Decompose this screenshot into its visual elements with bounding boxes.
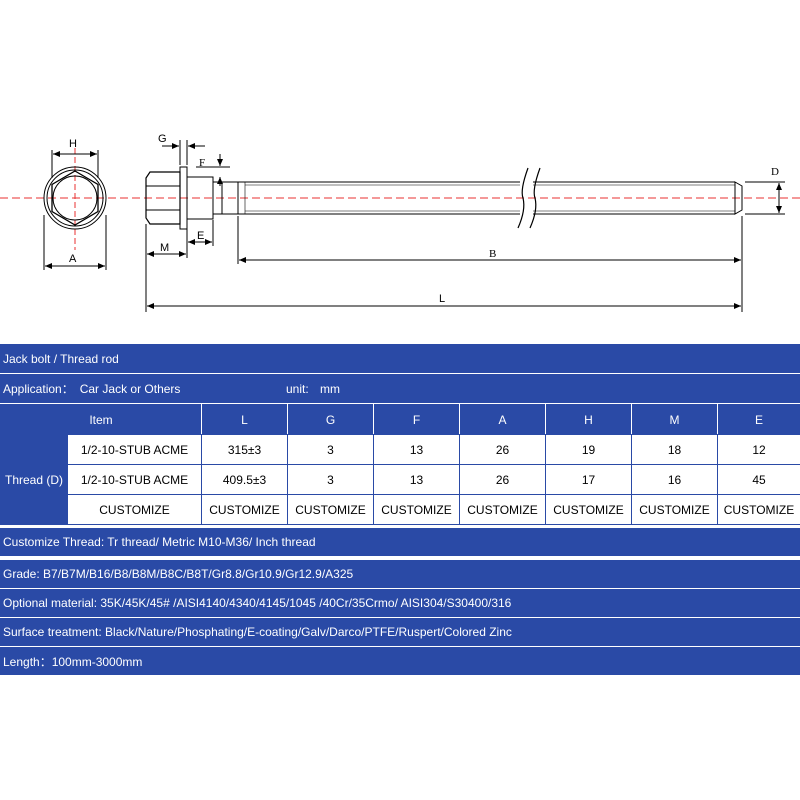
application-value: Car Jack or Others bbox=[79, 381, 181, 396]
grade-text: Grade: B7/B7M/B16/B8/B8M/B8C/B8T/Gr8.8/G… bbox=[3, 567, 354, 581]
end-view bbox=[43, 150, 107, 270]
surface-text: Surface treatment: Black/Nature/Phosphat… bbox=[3, 625, 512, 639]
cell: 26 bbox=[459, 464, 546, 495]
length-row: Length：100mm-3000mm bbox=[0, 647, 800, 676]
dimension-table: Item L G F A H M E Thread (D) 1/2-10-STU… bbox=[0, 404, 800, 525]
bolt-technical-drawing: H A bbox=[0, 133, 800, 312]
length-text: Length：100mm-3000mm bbox=[3, 654, 143, 669]
label-G: G bbox=[158, 133, 167, 145]
row-header-thread: Thread (D) bbox=[0, 434, 68, 525]
cell: 17 bbox=[545, 464, 632, 495]
cell: CUSTOMIZE bbox=[545, 494, 632, 525]
grade-row: Grade: B7/B7M/B16/B8/B8M/B8C/B8T/Gr8.8/G… bbox=[0, 560, 800, 589]
cell: 45 bbox=[717, 464, 800, 495]
cell: 3 bbox=[287, 434, 374, 465]
col-header-H: H bbox=[545, 404, 632, 435]
col-header-F: F bbox=[373, 404, 460, 435]
label-L: L bbox=[439, 293, 445, 305]
cell: 18 bbox=[631, 434, 718, 465]
cell: 1/2-10-STUB ACME bbox=[67, 434, 202, 465]
material-text: Optional material: 35K/45K/45# /AISI4140… bbox=[3, 596, 512, 610]
col-header-A: A bbox=[459, 404, 546, 435]
cell: 315±3 bbox=[201, 434, 288, 465]
label-B: B bbox=[489, 248, 496, 260]
cell: CUSTOMIZE bbox=[67, 494, 202, 525]
table-row: CUSTOMIZE CUSTOMIZE CUSTOMIZE CUSTOMIZE … bbox=[1, 494, 800, 525]
cell: 13 bbox=[373, 434, 460, 465]
spec-sheet: Jack bolt / Thread rod Application： Car … bbox=[0, 344, 800, 676]
cell: 3 bbox=[287, 464, 374, 495]
cell: 12 bbox=[717, 434, 800, 465]
cell: CUSTOMIZE bbox=[717, 494, 800, 525]
cell: 16 bbox=[631, 464, 718, 495]
unit-value: mm bbox=[320, 381, 341, 396]
spec-title-text: Jack bolt / Thread rod bbox=[3, 351, 119, 366]
unit-label: unit: bbox=[286, 381, 309, 396]
table-row: 1/2-10-STUB ACME 409.5±3 3 13 26 17 16 4… bbox=[1, 464, 800, 495]
label-M: M bbox=[160, 242, 169, 254]
customize-thread-row: Customize Thread: Tr thread/ Metric M10-… bbox=[0, 528, 800, 557]
label-F: F bbox=[199, 157, 205, 169]
spec-title: Jack bolt / Thread rod bbox=[0, 344, 800, 374]
col-header-L: L bbox=[201, 404, 288, 435]
cell: CUSTOMIZE bbox=[287, 494, 374, 525]
label-A: A bbox=[69, 253, 77, 265]
cell: 26 bbox=[459, 434, 546, 465]
label-H: H bbox=[69, 138, 77, 150]
cell: 19 bbox=[545, 434, 632, 465]
cell: 409.5±3 bbox=[201, 464, 288, 495]
customize-thread-text: Customize Thread: Tr thread/ Metric M10-… bbox=[3, 535, 316, 549]
surface-row: Surface treatment: Black/Nature/Phosphat… bbox=[0, 618, 800, 647]
table-row: Thread (D) 1/2-10-STUB ACME 315±3 3 13 2… bbox=[0, 434, 800, 525]
label-E: E bbox=[197, 230, 204, 242]
col-header-M: M bbox=[631, 404, 718, 435]
material-row: Optional material: 35K/45K/45# /AISI4140… bbox=[0, 589, 800, 618]
cell: 13 bbox=[373, 464, 460, 495]
side-view bbox=[145, 140, 785, 312]
unit-group: unit: mm bbox=[286, 382, 340, 396]
col-header-E: E bbox=[717, 404, 800, 435]
col-header-item: Item bbox=[0, 404, 202, 435]
col-header-G: G bbox=[287, 404, 374, 435]
cell: 1/2-10-STUB ACME bbox=[67, 464, 202, 495]
label-D: D bbox=[771, 166, 779, 178]
table-header-row: Item L G F A H M E bbox=[0, 404, 800, 435]
cell: CUSTOMIZE bbox=[201, 494, 288, 525]
cell: CUSTOMIZE bbox=[373, 494, 460, 525]
cell: CUSTOMIZE bbox=[459, 494, 546, 525]
cell: CUSTOMIZE bbox=[631, 494, 718, 525]
application-row: Application： Car Jack or Others unit: mm bbox=[0, 374, 800, 404]
application-label: Application： bbox=[3, 382, 74, 396]
